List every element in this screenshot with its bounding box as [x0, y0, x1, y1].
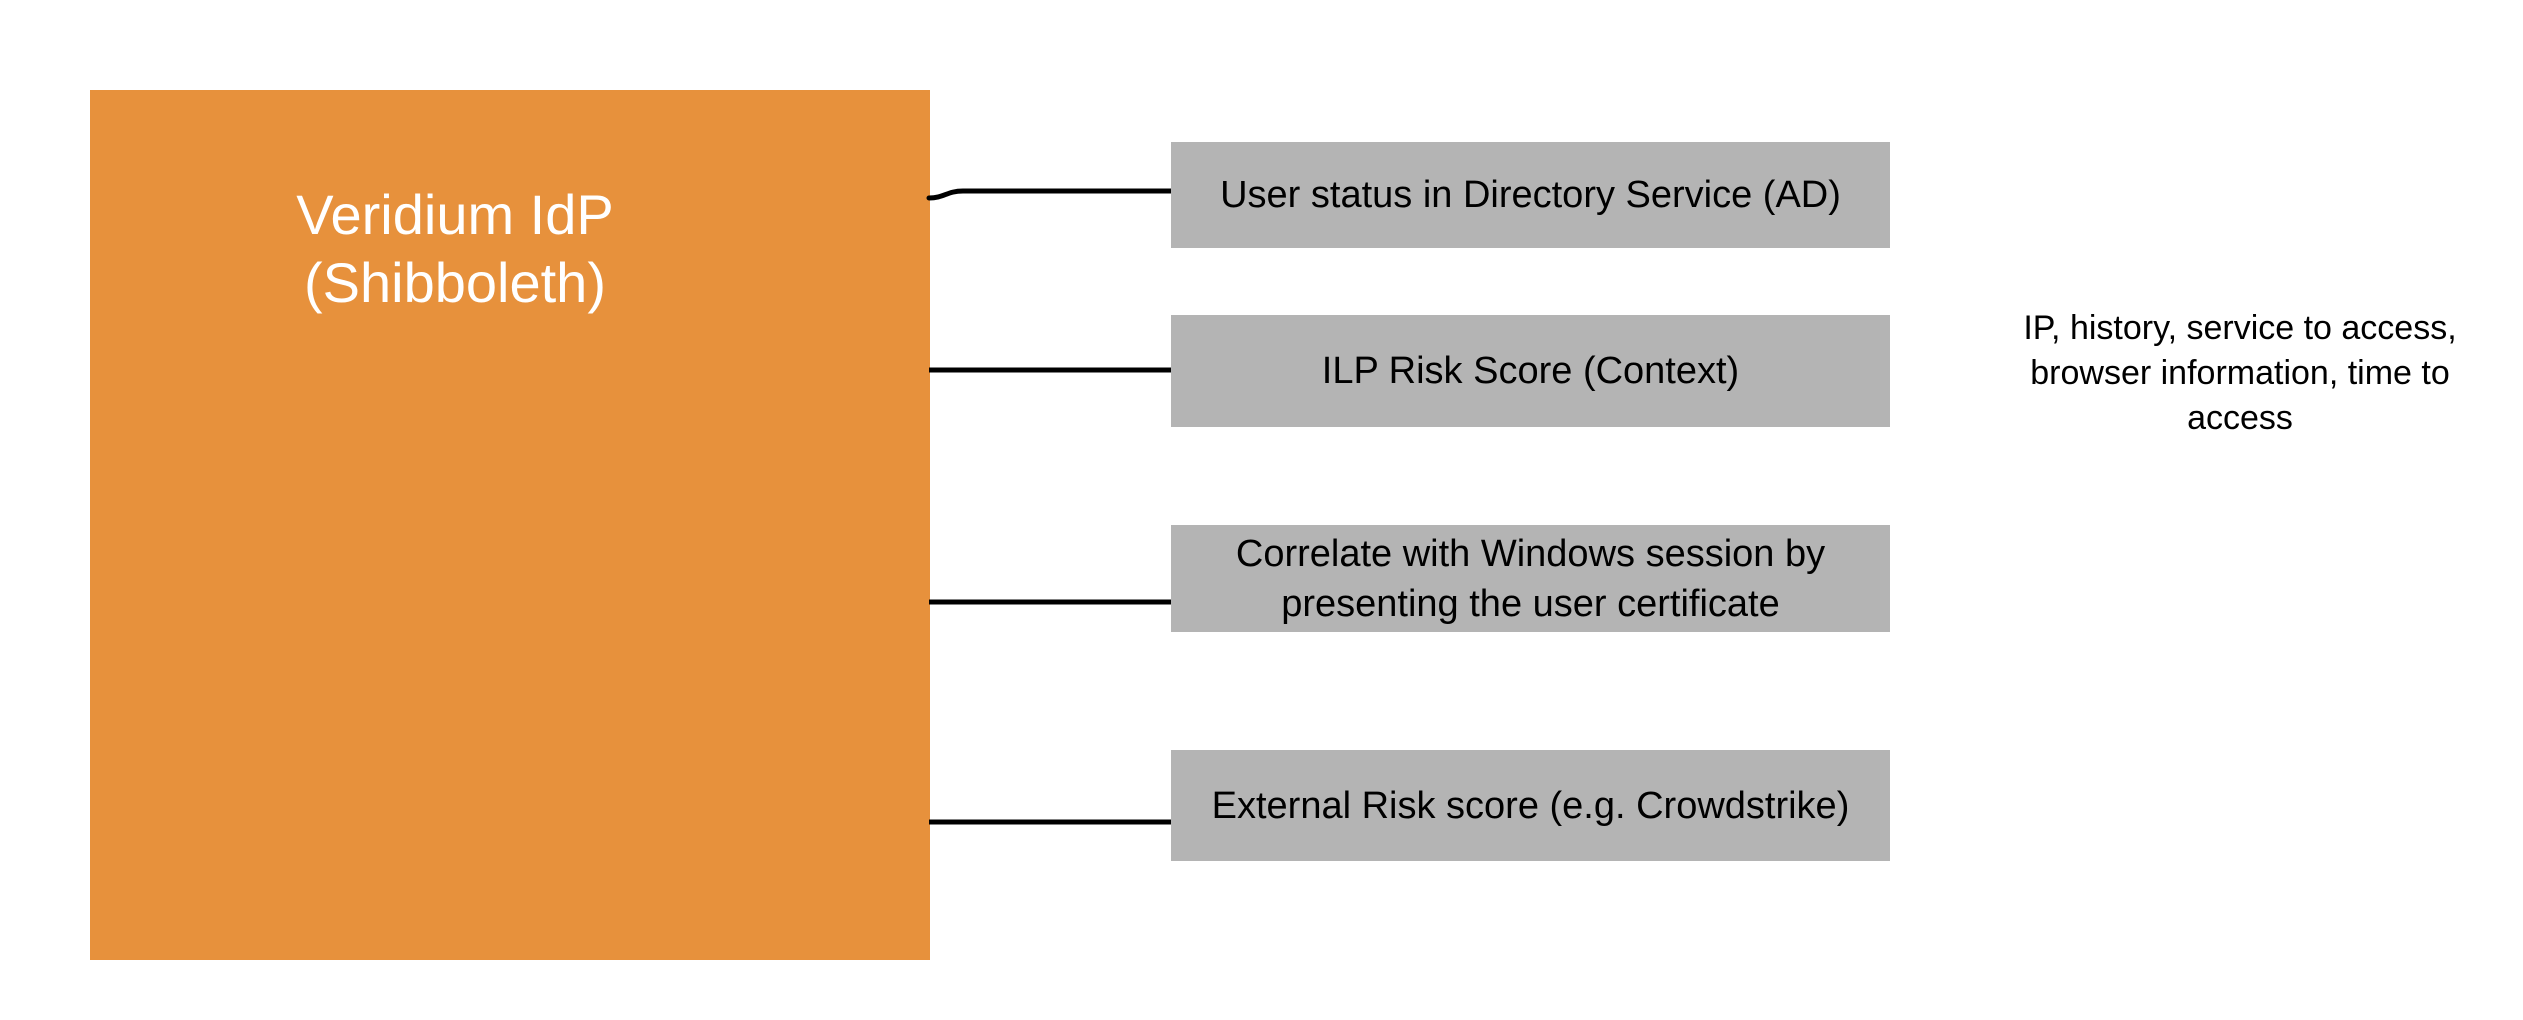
idp-box [90, 90, 930, 960]
context-annotation-note: IP, history, service to access, browser … [2023, 309, 2457, 437]
factor-box-external-risk-score: External Risk score (e.g. Crowdstrike) [1171, 750, 1890, 861]
idp-box-label: Veridium IdP (Shibboleth) [296, 183, 614, 314]
connector-line-1 [926, 188, 1174, 201]
factor-box-ilp-risk-score: ILP Risk Score (Context) [1171, 315, 1890, 427]
factor-box-user-status: User status in Directory Service (AD) [1171, 142, 1890, 248]
factor-box-windows-session-correlation: Correlate with Windows session by presen… [1171, 525, 1890, 632]
